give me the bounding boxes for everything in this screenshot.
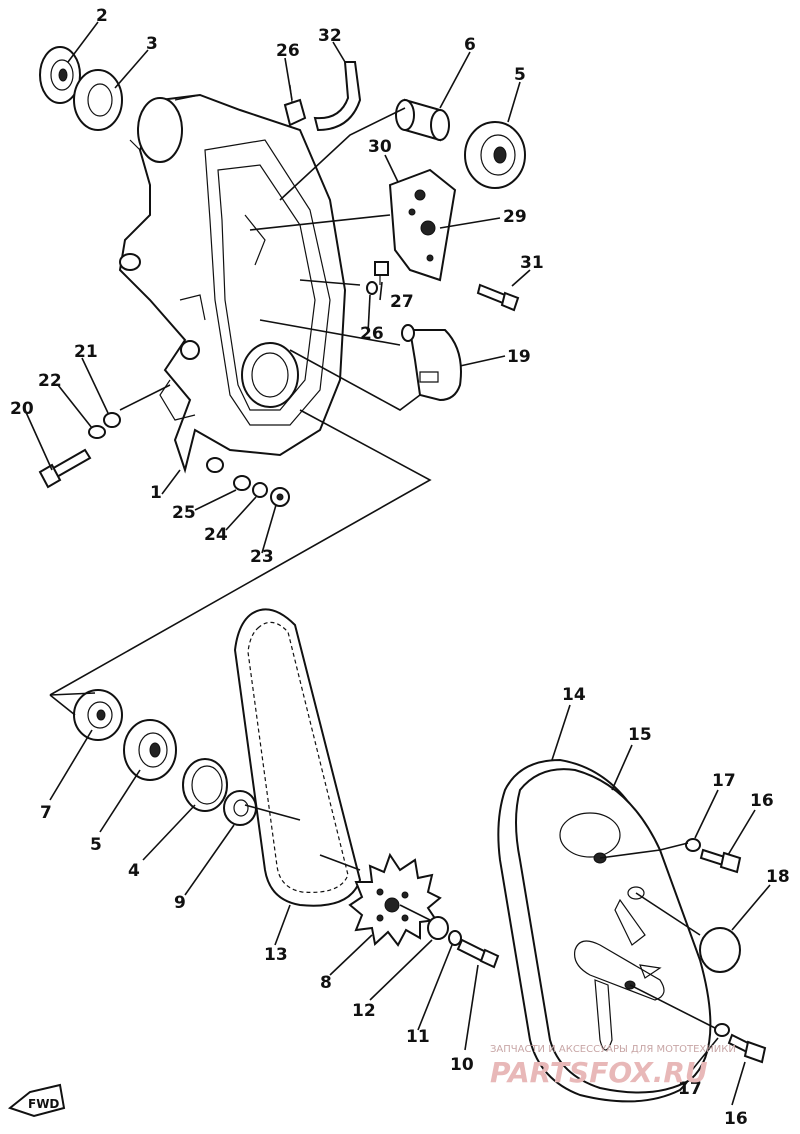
watermark: ЗАПЧАСТИ И АКСЕССУАРЫ ДЛЯ МОТОТЕХНИКИ PA… [490, 1044, 736, 1089]
label-28: 26 [276, 41, 300, 61]
bolt-31 [476, 283, 520, 312]
watermark-caption: ЗАПЧАСТИ И АКСЕССУАРЫ ДЛЯ МОТОТЕХНИКИ [490, 1044, 736, 1055]
label-21: 21 [74, 342, 98, 362]
washer-24 [252, 482, 268, 498]
washer-17-lower [714, 1023, 730, 1037]
bolt-16-upper [699, 848, 742, 874]
cover-gasket-15 [515, 768, 712, 1094]
bearing-7 [73, 689, 123, 741]
drive-chain-13 [233, 608, 362, 907]
bolt-20 [38, 448, 92, 489]
tensioner-plate-29-30 [388, 168, 457, 282]
breather-hose-32 [313, 61, 362, 132]
label-8: 8 [320, 973, 332, 993]
label-14: 14 [562, 685, 586, 705]
washer-22 [88, 425, 106, 439]
label-17-upper: 17 [712, 771, 736, 791]
label-26: 26 [360, 324, 384, 344]
label-4: 4 [128, 861, 140, 881]
bearing-5-lower [123, 719, 177, 781]
label-16-upper: 16 [750, 791, 774, 811]
label-24: 24 [204, 525, 228, 545]
nut-23 [270, 487, 290, 507]
bolt-27 [374, 261, 389, 285]
label-29: 29 [503, 207, 527, 227]
label-10: 10 [450, 1055, 474, 1075]
bolt-16-lower [727, 1033, 767, 1064]
label-19: 19 [507, 347, 531, 367]
fwd-arrow: FWD [7, 1083, 66, 1118]
label-7: 7 [40, 803, 52, 823]
sprocket-8 [348, 852, 442, 947]
label-25: 25 [172, 503, 196, 523]
fwd-label: FWD [28, 1097, 59, 1111]
watermark-brand: PARTSFOX.RU [490, 1056, 708, 1089]
washer-12 [427, 916, 449, 940]
label-5-upper: 5 [514, 65, 526, 85]
label-20: 20 [10, 399, 34, 419]
label-2: 2 [96, 6, 108, 26]
breather-fitting-28 [283, 84, 307, 127]
label-18: 18 [766, 867, 790, 887]
collar-9 [223, 790, 257, 826]
bolt-10 [456, 938, 500, 969]
washer-11 [448, 930, 462, 946]
bearing-3 [73, 69, 123, 131]
chaincase-housing [118, 93, 347, 474]
part-number-labels: 2 3 26 32 6 5 30 29 31 27 26 19 21 22 20… [10, 6, 790, 1129]
label-30: 30 [368, 137, 392, 157]
label-3: 3 [146, 34, 158, 54]
label-22: 22 [38, 371, 62, 391]
label-6: 6 [464, 35, 476, 55]
label-15: 15 [628, 725, 652, 745]
tensioner-19 [401, 324, 462, 402]
upper-leader-lines [24, 21, 531, 696]
label-1: 1 [150, 483, 162, 503]
label-27: 27 [390, 292, 414, 312]
plug-18 [699, 927, 741, 973]
bearing-5-upper [464, 121, 526, 189]
label-31: 31 [520, 253, 544, 273]
snap-ring-4 [182, 758, 228, 812]
label-5-lower: 5 [90, 835, 102, 855]
label-32: 32 [318, 26, 342, 46]
lower-leader-lines [49, 692, 771, 1106]
label-11: 11 [406, 1027, 430, 1047]
label-17-lower: 17 [678, 1079, 702, 1099]
bearing-2 [39, 46, 81, 104]
washer-26 [366, 281, 378, 295]
label-12: 12 [352, 1001, 376, 1021]
washer-25 [233, 475, 251, 491]
label-23: 23 [250, 547, 274, 567]
label-9: 9 [174, 893, 186, 913]
washer-17-upper [685, 838, 701, 852]
label-13: 13 [264, 945, 288, 965]
label-16-lower: 16 [724, 1109, 748, 1129]
collar-6 [395, 98, 450, 142]
washer-21 [103, 412, 121, 428]
